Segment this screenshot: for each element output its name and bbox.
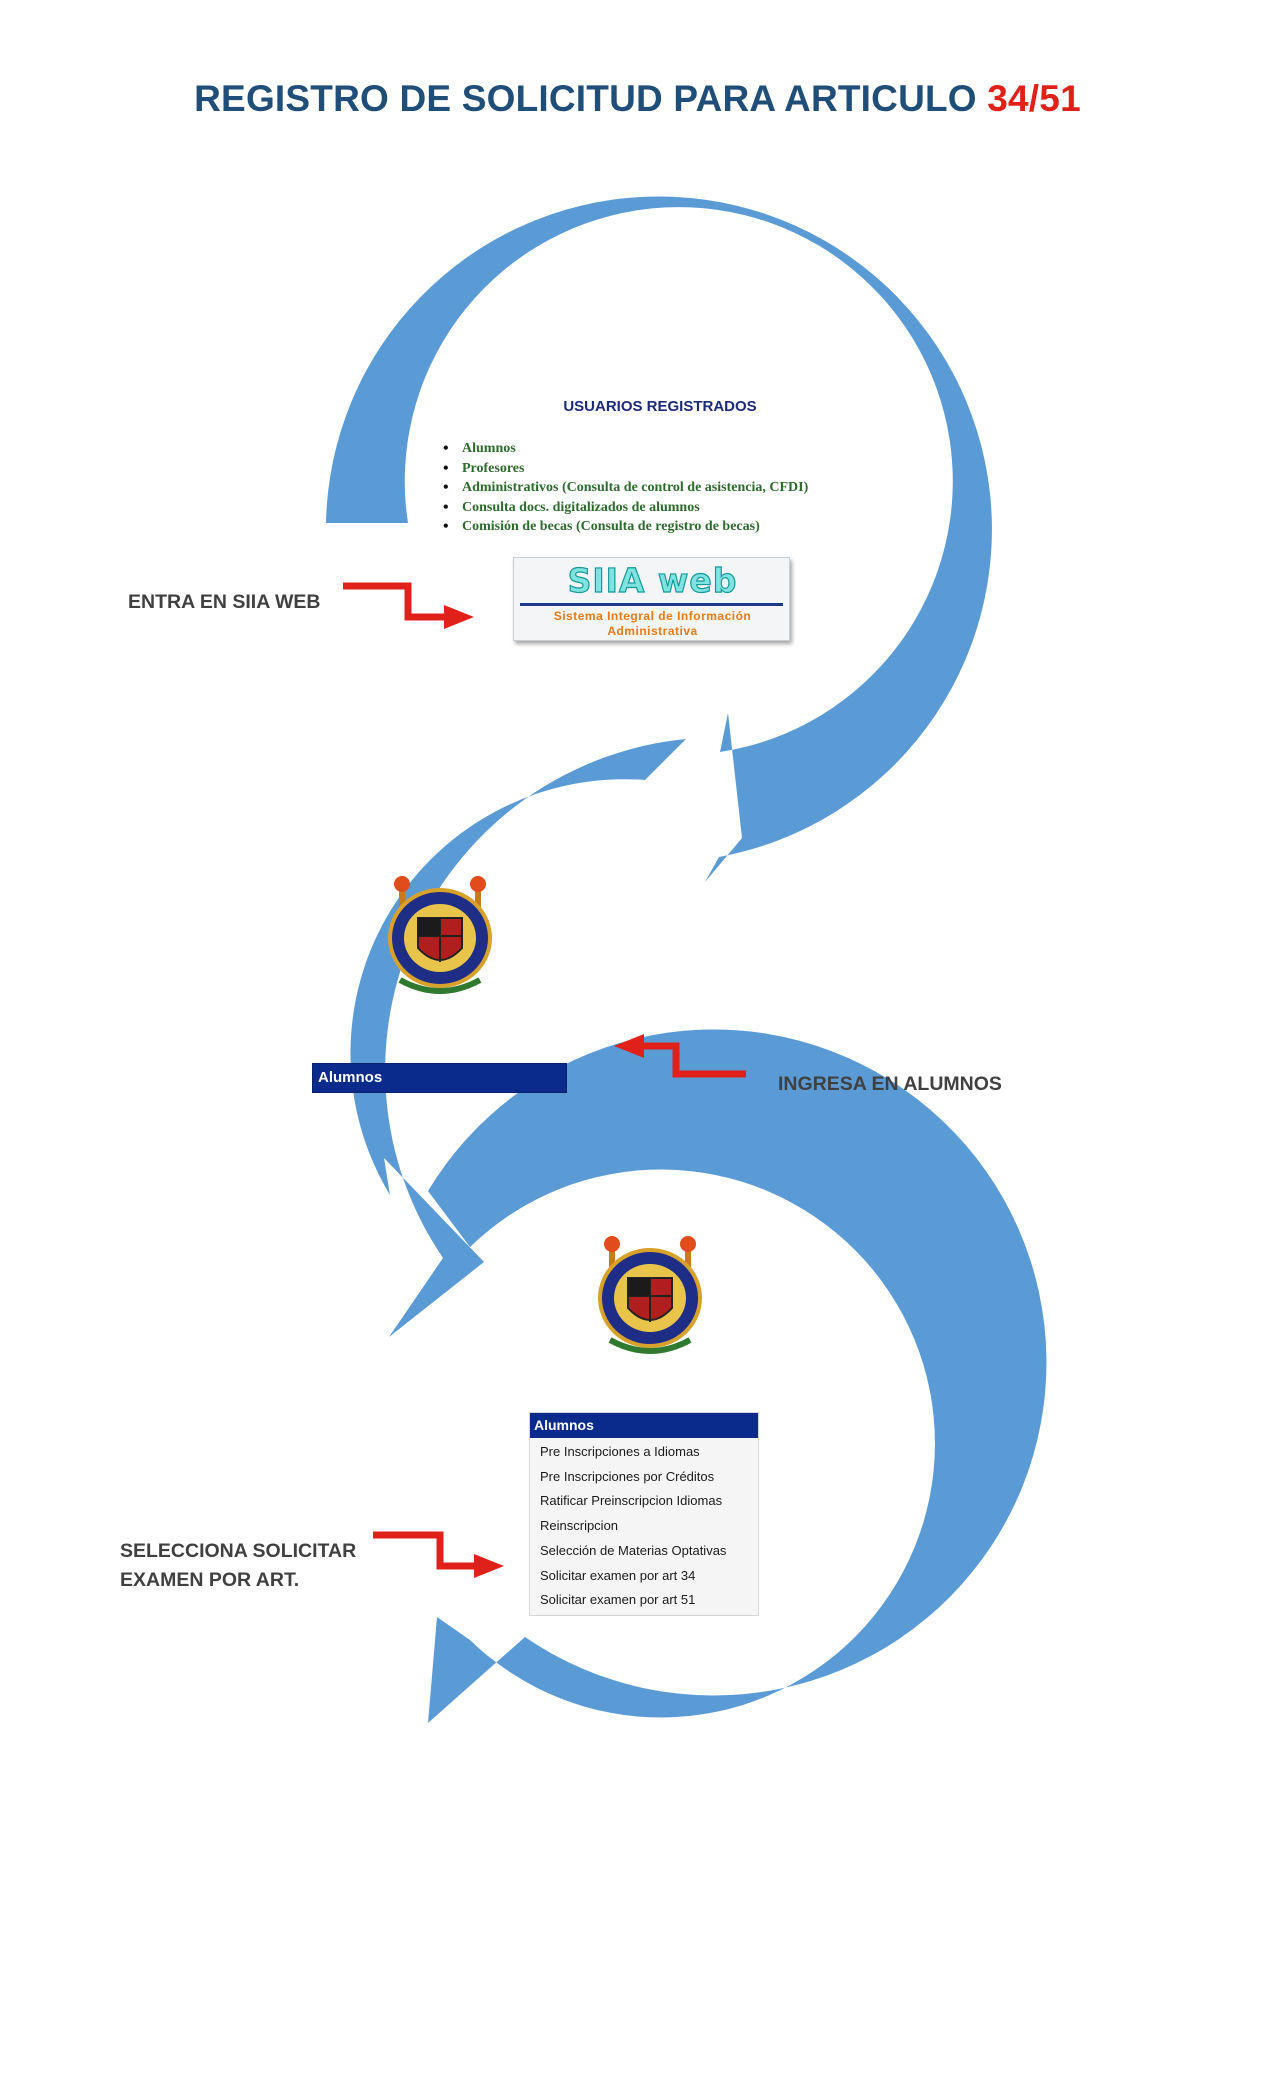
menu-item-ratificar-preinscripcion[interactable]: Ratificar Preinscripcion Idiomas (540, 1493, 723, 1509)
alumnos-link[interactable]: Alumnos (312, 1063, 567, 1093)
users-item-administrativos[interactable]: Administrativos (Consulta de control de … (440, 478, 880, 498)
registered-users-panel: USUARIOS REGISTRADOS Alumnos Profesores … (440, 398, 880, 537)
menu-item-solicitar-art-34[interactable]: Solicitar examen por art 34 (540, 1567, 696, 1583)
menu-item-reinscripcion[interactable]: Reinscripcion (540, 1518, 619, 1534)
red-pointer-arrow-3 (373, 1531, 504, 1578)
users-item-consulta-docs[interactable]: Consulta docs. digitalizados de alumnos (440, 498, 880, 518)
siia-logo: SIIA web (567, 561, 738, 600)
alumnos-menu-header[interactable]: Alumnos (530, 1413, 758, 1438)
red-pointer-arrow-1 (343, 582, 474, 629)
curved-arrow-3 (428, 1029, 1047, 1723)
step-label-solicitar-line2: EXAMEN POR ART. (120, 1569, 300, 1591)
users-list: Alumnos Profesores Administrativos (Cons… (440, 439, 880, 537)
siia-divider (520, 603, 783, 606)
menu-item-pre-inscripciones-idiomas[interactable]: Pre Inscripciones a Idiomas (540, 1444, 700, 1459)
title-accent: 34/51 (987, 78, 1081, 119)
users-heading: USUARIOS REGISTRADOS (563, 398, 757, 415)
red-pointer-arrow-2 (614, 1034, 746, 1078)
users-item-profesores[interactable]: Profesores (440, 459, 880, 479)
step-label-alumnos: INGRESA EN ALUMNOS (778, 1073, 1002, 1095)
users-item-comision-becas[interactable]: Comisión de becas (Consulta de registro … (440, 517, 880, 537)
curved-arrow-1 (326, 196, 992, 882)
menu-item-pre-inscripciones-creditos[interactable]: Pre Inscripciones por Créditos (540, 1468, 715, 1484)
siia-subtitle: Sistema Integral de Información Administ… (514, 609, 791, 639)
university-crest-icon (388, 876, 492, 994)
users-item-alumnos[interactable]: Alumnos (440, 439, 880, 459)
university-crest-icon (598, 1236, 702, 1354)
siia-subtitle-line2: Administrativa (607, 624, 698, 638)
alumnos-link-label: Alumnos (318, 1069, 383, 1086)
step-label-solicitar-line1: SELECCIONA SOLICITAR (120, 1540, 357, 1562)
step-label-siia: ENTRA EN SIIA WEB (128, 591, 321, 613)
page-title: REGISTRO DE SOLICITUD PARA ARTICULO 34/5… (194, 78, 1081, 119)
alumnos-menu-list: Pre Inscripciones a Idiomas Pre Inscripc… (530, 1438, 758, 1615)
step-label-solicitar: SELECCIONA SOLICITAR EXAMEN POR ART. (120, 1537, 356, 1595)
alumnos-menu: Alumnos Pre Inscripciones a Idiomas Pre … (529, 1412, 759, 1616)
siia-web-button[interactable]: SIIA web Sistema Integral de Información… (513, 557, 790, 641)
menu-item-solicitar-art-51[interactable]: Solicitar examen por art 51 (540, 1592, 696, 1608)
siia-subtitle-line1: Sistema Integral de Información (553, 609, 752, 623)
menu-item-materias-optativas[interactable]: Selección de Materias Optativas (540, 1542, 727, 1558)
